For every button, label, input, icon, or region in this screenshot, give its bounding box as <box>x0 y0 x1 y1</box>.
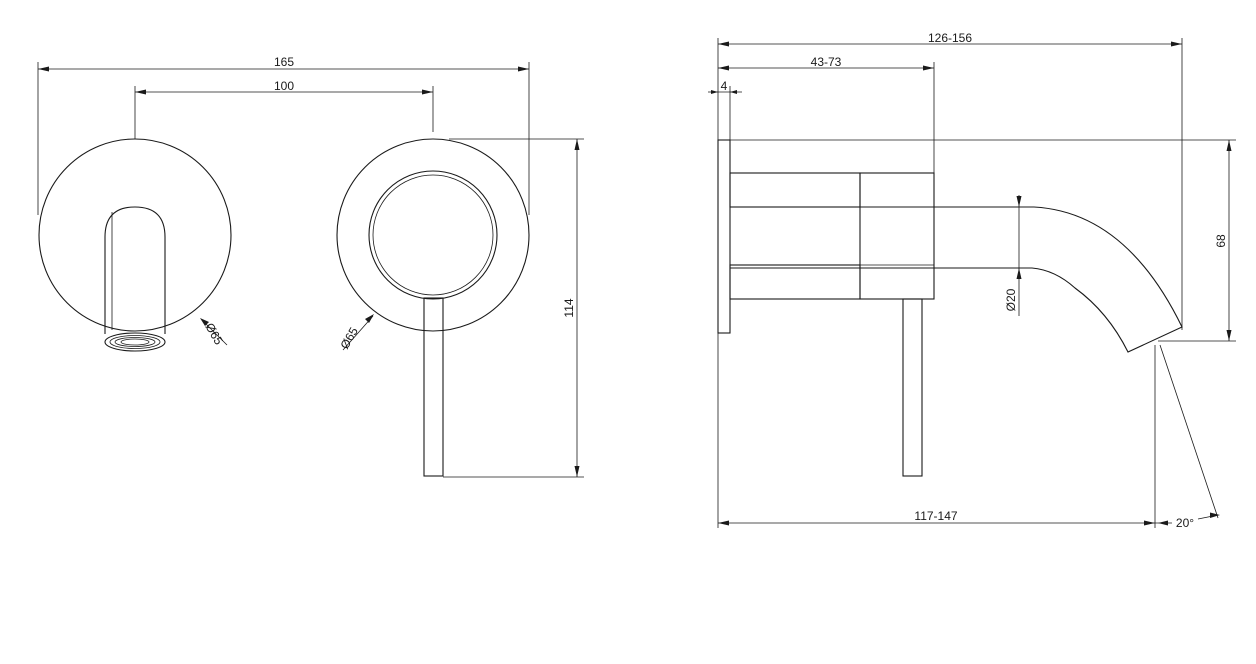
mixer-lever-side <box>902 298 923 477</box>
mixer-rosette <box>336 138 530 332</box>
dim-spout-projection: 117-147 <box>717 333 1156 528</box>
dim-spout-height: 68 <box>730 139 1236 342</box>
spout-rosette <box>38 138 232 332</box>
mixer-lever-front <box>423 297 444 477</box>
side-view: 126-156 43-73 4 68 <box>708 31 1236 530</box>
wall-plate <box>717 139 731 334</box>
dim-body-depth: 43-73 <box>718 55 935 173</box>
knurled-body-bottom <box>729 264 861 300</box>
label-spout-projection: 117-147 <box>914 509 957 523</box>
spout-front <box>104 206 166 352</box>
label-overall-width: 165 <box>274 55 294 69</box>
label-spout-diameter: Ø20 <box>1004 288 1018 311</box>
dim-height: 114 <box>443 138 584 478</box>
dim-overall-width: 165 <box>37 55 530 215</box>
label-overall-projection: 126-156 <box>928 31 972 45</box>
dim-center-distance: 100 <box>134 79 434 139</box>
mixer-knob <box>368 170 498 300</box>
label-mixer-plate-diameter: Ø65 <box>337 325 361 352</box>
knurled-body-top <box>729 172 861 208</box>
label-body-depth: 43-73 <box>811 55 842 69</box>
dim-spout-diameter: Ø20 <box>1004 195 1022 316</box>
dim-spout-angle: 20° <box>1155 344 1220 530</box>
body-end <box>859 172 935 300</box>
dim-overall-projection: 126-156 <box>717 31 1183 330</box>
label-center-distance: 100 <box>274 79 294 93</box>
label-spout-height: 68 <box>1214 234 1228 248</box>
spout-side <box>730 206 1183 353</box>
label-plate-thickness: 4 <box>721 79 728 93</box>
front-view: 165 100 Ø65 Ø65 11 <box>37 55 584 478</box>
label-height: 114 <box>562 298 576 317</box>
label-spout-angle: 20° <box>1176 516 1194 530</box>
label-spout-plate-diameter: Ø65 <box>202 321 226 348</box>
dim-mixer-plate-diameter: Ø65 <box>337 314 374 352</box>
dim-spout-plate-diameter: Ø65 <box>200 318 228 348</box>
dim-plate-thickness: 4 <box>708 79 742 140</box>
